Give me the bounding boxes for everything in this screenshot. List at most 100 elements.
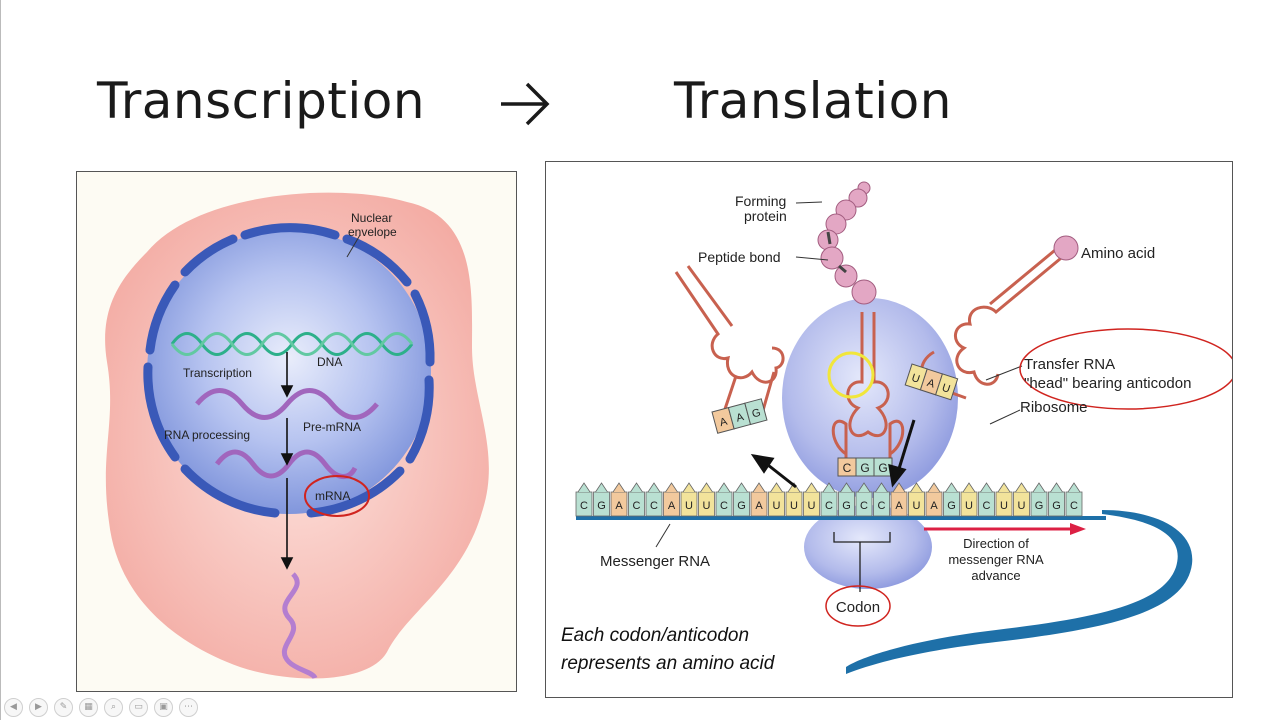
mrna-base-letter-4: C [650, 500, 658, 512]
ribosome-large-subunit [782, 298, 958, 498]
anticodon-right-base-1: A [925, 377, 936, 391]
mrna-base-letter-14: C [825, 500, 833, 512]
mrna-base-tab-19 [910, 482, 923, 493]
anticodon-right-base-2: U [940, 382, 951, 396]
anticodon-left-base-1: A [735, 411, 746, 425]
label-direction-1: Direction of [963, 536, 1029, 551]
label-nuclear-envelope-2: envelope [348, 225, 397, 239]
mrna-base-tab-10 [752, 482, 766, 493]
previous-icon[interactable]: ◀ [4, 698, 23, 717]
mrna-base-tab-14 [822, 482, 836, 493]
mrna-base-letter-22: U [965, 500, 973, 512]
mrna-base-tab-13 [805, 482, 818, 493]
callout-lines [655, 201, 1023, 548]
trna-arrows [750, 419, 916, 489]
mrna-base-letter-16: C [860, 500, 868, 512]
mrna-base-letter-0: C [580, 500, 588, 512]
mrna-base-letter-25: U [1018, 500, 1026, 512]
mrna-base-tab-4 [647, 482, 661, 493]
mrna-base-letter-19: U [913, 500, 921, 512]
next-icon[interactable]: ▶ [29, 698, 48, 717]
mrna-base-letter-2: A [615, 500, 623, 512]
mrna-base-letter-15: G [842, 500, 851, 512]
caption-line-1: Each codon/anticodon [561, 625, 749, 646]
mrna-base-letter-27: G [1052, 500, 1061, 512]
mrna-base-letter-28: C [1070, 500, 1078, 512]
mrna-base-tab-6 [682, 482, 696, 493]
mrna-base-letter-3: C [633, 500, 641, 512]
trna-left [674, 265, 785, 415]
label-amino-acid: Amino acid [1081, 245, 1155, 262]
title-transcription: Transcription [97, 72, 426, 130]
peptide-bond-marks [826, 231, 847, 274]
mrna-base-tab-17 [875, 482, 888, 493]
dna-helix [170, 332, 414, 356]
mrna-base-tab-27 [1050, 482, 1063, 493]
mrna-base-letter-13: U [808, 500, 816, 512]
process-arrows [280, 352, 294, 570]
anticodon-center-base-1: G [860, 461, 869, 475]
right-arrow-icon [501, 82, 550, 126]
mrna-base-letter-7: U [703, 500, 711, 512]
mrna-base-tab-26 [1032, 482, 1046, 493]
label-direction-2: messenger RNA [948, 552, 1044, 567]
direction-arrow [924, 523, 1086, 535]
mrna-base-letter-23: C [983, 500, 991, 512]
presentation-toolbar: ◀ ▶ ✎ ▦ ⌕ ▭ ▣ ⋯ [4, 698, 198, 718]
more-icon[interactable]: ⋯ [179, 698, 198, 717]
label-codon: Codon [836, 599, 880, 616]
label-transcription: Transcription [183, 366, 252, 380]
mrna-base-letter-9: G [737, 500, 746, 512]
zoom-icon[interactable]: ⌕ [104, 698, 123, 717]
label-messenger-rna: Messenger RNA [600, 553, 710, 570]
mrna-base-tab-15 [840, 482, 853, 493]
title-translation: Translation [674, 72, 952, 130]
cursor-highlight-ring [827, 351, 875, 399]
label-peptide-bond: Peptide bond [698, 249, 781, 265]
mrna-tail [846, 510, 1193, 674]
caption-line-2: represents an amino acid [561, 653, 776, 674]
slides-icon[interactable]: ▦ [79, 698, 98, 717]
mrna-base-tab-24 [997, 482, 1011, 493]
mrna-base-letter-21: G [947, 500, 956, 512]
mrna-base-letter-11: U [773, 500, 781, 512]
transcription-diagram: Nuclear envelope DNA Transcription Pre-m… [76, 171, 517, 692]
mrna-base-tab-12 [787, 482, 801, 493]
trna-highlight-ellipse [1019, 328, 1232, 410]
transcription-svg: Nuclear envelope DNA Transcription Pre-m… [105, 192, 489, 680]
label-mrna: mRNA [315, 489, 350, 503]
label-rna-processing: RNA processing [164, 428, 250, 442]
label-transfer-rna-1: Transfer RNA [1024, 356, 1115, 373]
anticodon-center: C G G [837, 457, 893, 477]
pen-icon[interactable]: ✎ [54, 698, 73, 717]
anticodon-right: U A U [904, 363, 959, 401]
mrna-base-tab-3 [630, 482, 643, 493]
label-forming-protein-1: Forming [735, 193, 786, 209]
subtitles-icon[interactable]: ▭ [129, 698, 148, 717]
mrna-base-letter-26: G [1035, 500, 1044, 512]
mrna-base-letter-5: A [668, 500, 676, 512]
mrna-base-tab-11 [770, 482, 783, 493]
anticodon-left-base-0: A [718, 415, 729, 429]
codon-bracket [833, 532, 891, 592]
anticodon-left-base-2: G [751, 407, 762, 421]
nuclear-envelope [143, 223, 435, 518]
screen-icon[interactable]: ▣ [154, 698, 173, 717]
mrna-base-tab-28 [1067, 482, 1081, 493]
mrna-base-letter-10: A [755, 500, 763, 512]
incoming-amino-acid [1053, 235, 1079, 261]
label-dna: DNA [317, 355, 342, 369]
mrna-base-letter-20: A [930, 500, 938, 512]
mrna-base-tab-9 [735, 482, 748, 493]
mrna-base-tab-2 [612, 482, 626, 493]
mrna-base-tab-22 [962, 482, 976, 493]
anticodon-center-base-0: C [843, 461, 852, 475]
mrna-base-tab-21 [945, 482, 958, 493]
mrna-base-tab-18 [892, 482, 906, 493]
slide-edge [0, 0, 1, 720]
mrna-base-letter-1: G [597, 500, 606, 512]
label-direction-3: advance [971, 568, 1020, 583]
label-nuclear-envelope-1: Nuclear [351, 211, 392, 225]
